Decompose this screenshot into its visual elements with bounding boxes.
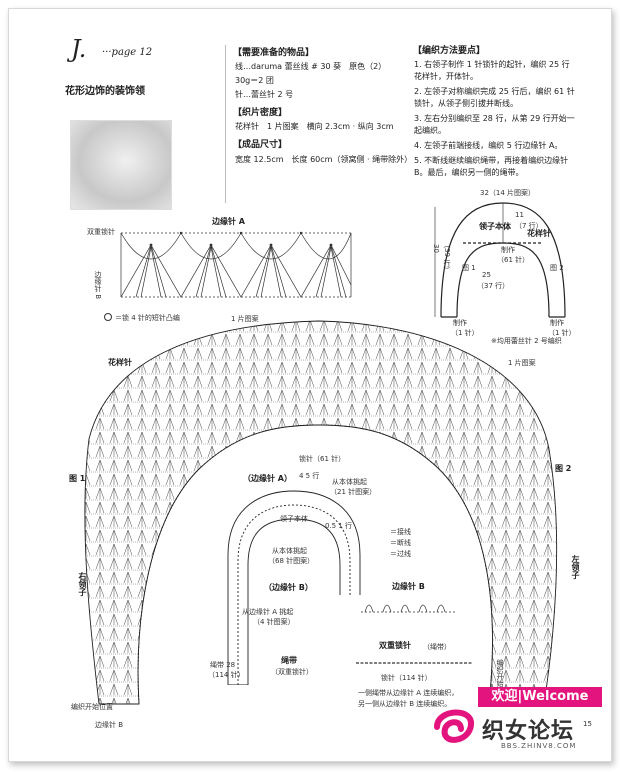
schematic-fig2: 图 2 [550, 264, 564, 272]
chain-61-label: 锁针（61 针） [299, 455, 346, 463]
rope-paren: （绳带） [423, 643, 451, 651]
stitches-68: （68 针图案） [268, 557, 315, 565]
double-chain-paren: （双重锁针） [271, 668, 313, 676]
rope-note-2: 另一侧从边缘针 B 连续编织。 [358, 700, 452, 708]
edging-b-mid-label: 边缘针 B [392, 582, 425, 591]
schematic-make1: 制作 [453, 319, 467, 327]
method-step: 5. 不断线继续编织绳带，再接着编织边缘针 [414, 156, 569, 165]
schematic-body: 领子本体 [479, 222, 511, 231]
double-chain-label: 双重锁针 [87, 228, 115, 236]
edging-b-chart [361, 604, 457, 613]
start-position-right: 编织开始位置 [496, 659, 504, 701]
from-edging-a: 从边缘针 A 挑起 [242, 608, 294, 616]
edging-a-bubble: （边缘针 A） [243, 474, 292, 483]
rope-label: 绳带 [281, 656, 297, 665]
figure-2-label: 图 2 [555, 464, 572, 473]
welcome-banner: 欢迎|Welcome [478, 687, 602, 707]
key-cut: ＝断线 [390, 539, 411, 547]
pattern-title: 花形边饰的装饰领 [65, 86, 145, 97]
legend-bobble-icon [104, 313, 112, 321]
collar-photo [70, 120, 172, 210]
left-collar-label: 左领子 [571, 555, 580, 579]
key-slip: ＝过线 [390, 550, 411, 558]
size-heading: 【成品尺寸】 [233, 140, 288, 150]
stitches-114: （114 针） [208, 671, 245, 679]
schematic-rows-11b: （7 行） [515, 222, 543, 230]
double-chain-chart [356, 662, 472, 664]
schematic-make-61: 制作 [501, 246, 515, 254]
rope-28-label: 绳带 28 [210, 661, 236, 669]
rows-0-5: 0.5 1 行 [325, 522, 353, 530]
pattern-page: J. ···page 12 花形边饰的装饰领 【需要准备的物品】 线…darum… [8, 8, 612, 762]
schematic-width: 32（14 片图案） [480, 189, 536, 197]
schematic-make2: 制作 [550, 319, 564, 327]
schematic-edging: 花样针 [527, 229, 551, 238]
edging-b-bubble: （边缘针 B） [264, 583, 313, 592]
schematic-make-61b: （61 针） [497, 256, 530, 264]
pattern-letter: J. [71, 35, 87, 63]
legend-bobble-text: ＝锁 4 针的短针凸编 [115, 314, 180, 322]
materials-line: 针…蕾丝针 2 号 [235, 90, 294, 99]
key-join: ＝接线 [390, 528, 411, 536]
edging-b-bottom-label: 边缘针 B [95, 721, 124, 729]
pick-68-label: 从本体挑起 [272, 547, 307, 555]
edging-a-title: 边缘针 A [212, 217, 245, 226]
column-divider [225, 45, 226, 203]
schematic-rows-25b: （37 行） [477, 282, 510, 290]
rope-note-1: 一侧绳带从边缘针 A 连续编织， [358, 689, 459, 697]
pattern-stitch-label: 花样针 [108, 358, 132, 367]
collar-stitch-chart [84, 320, 558, 705]
method-step: 2. 左领子对称编织完成 25 行后，编织 61 针 [414, 87, 575, 96]
size-line: 宽度 12.5cm 长度 60cm（领窝侧 · 绳带除外） [235, 155, 413, 164]
schematic-make1b: （1 针） [451, 329, 479, 337]
page-reference: ···page 12 [102, 47, 153, 58]
stitches-21: （21 针图案） [330, 488, 377, 496]
method-step: 锁针，从领子侧引拔并断线。 [414, 99, 518, 108]
chain-114-label: 锁针（114 针） [381, 674, 432, 682]
rows-4-5: 4 5 行 [299, 472, 320, 480]
page-number: 15 [583, 720, 592, 728]
collar-schematic [434, 202, 566, 318]
stitches-4: （4 针图案） [253, 618, 295, 626]
schematic-height: 30 [432, 244, 440, 253]
method-step: 起编织。 [414, 126, 446, 135]
gauge-heading: 【织片密度】 [233, 108, 288, 118]
schematic-fig1: 图 1 [462, 264, 476, 272]
start-position-left: 编织开始位置 [71, 703, 113, 711]
materials-heading: 【需要准备的物品】 [233, 48, 315, 58]
double-chain-rope-label: 双重锁针 [379, 641, 411, 650]
edging-a-chart [120, 231, 352, 298]
forum-logo-icon [434, 709, 474, 743]
rope-edging-diagram [227, 490, 361, 685]
materials-line: 30g＝2 团 [235, 76, 274, 85]
gauge-note: ※均用蕾丝针 2 号编织 [491, 337, 562, 345]
method-step: 1. 右领子制作 1 针锁针的起针，编织 25 行 [414, 60, 570, 69]
method-step: 花样针，开体针。 [414, 72, 478, 81]
collar-body-small: 领子本体 [280, 515, 308, 523]
method-step: 3. 左右分别编织至 28 行，从第 29 行开始一 [414, 114, 575, 123]
gauge-line: 花样针 1 片图案 横向 2.3cm · 纵向 3cm [235, 122, 394, 131]
figure-1-label: 图 1 [69, 474, 86, 483]
one-motif-label: 1 片图案 [231, 315, 259, 323]
forum-name: 织女论坛 [482, 719, 575, 744]
schematic-rows-11: 11 [515, 211, 524, 219]
method-step: 4. 左领子前端接线，编织 5 行边缘针 A。 [414, 141, 563, 150]
right-collar-label: 右领子 [78, 572, 87, 596]
method-step: B。最后，编织另一侧的绳带。 [414, 168, 524, 177]
materials-line: 线…daruma 蕾丝线 # 30 葵 原色（2） [235, 62, 387, 71]
edging-b-side-label: 边缘针 B [94, 271, 102, 300]
one-motif-label-2: 1 片图案 [508, 359, 536, 367]
schematic-rows-25: 25 [482, 271, 491, 279]
schematic-height-rows: （39 行） [443, 241, 451, 274]
method-heading: 【编织方法要点】 [413, 46, 486, 56]
from-body-label: 从本体挑起 [332, 478, 367, 486]
forum-url: BBS.ZHINV8.COM [501, 742, 577, 750]
schematic-make2b: （1 针） [548, 329, 576, 337]
